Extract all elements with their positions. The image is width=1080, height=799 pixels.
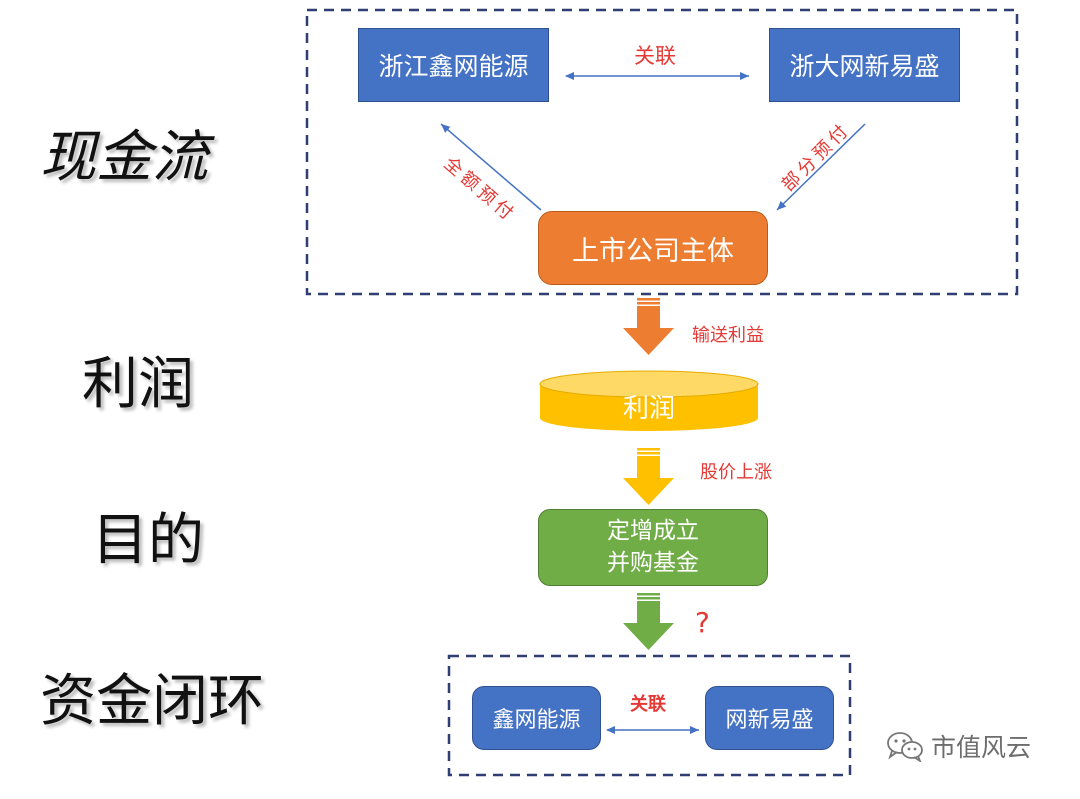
zhejiang-xinwang-energy-box[interactable]: 浙江鑫网能源 xyxy=(358,28,549,102)
profit-cylinder-label: 利润 xyxy=(622,394,675,424)
profit-cylinder xyxy=(539,370,759,431)
purpose-label: 目的 xyxy=(92,508,204,573)
zheda-wangxin-yisheng-text: 浙大网新易盛 xyxy=(789,52,940,81)
zheda-wangxin-yisheng-box[interactable]: 浙大网新易盛 xyxy=(769,28,960,102)
bottom-relation-label: 关联 xyxy=(630,694,666,715)
listed-company-text: 上市公司主体 xyxy=(572,235,734,267)
wechat-icon xyxy=(887,732,923,762)
cash-flow-label: 现金流 xyxy=(40,125,208,190)
listed-company-box[interactable]: 上市公司主体 xyxy=(538,211,768,285)
stock-rise-label: 股价上涨 xyxy=(700,462,772,483)
watermark: 市值风云 xyxy=(885,728,1031,764)
goal-box[interactable]: 定增成立 并购基金 xyxy=(538,509,768,586)
bottom-group-frame xyxy=(447,654,852,777)
transfer-profit-label: 输送利益 xyxy=(692,325,764,346)
zhejiang-xinwang-energy-text: 浙江鑫网能源 xyxy=(378,52,529,81)
top-group-frame xyxy=(305,8,1019,296)
green-down-arrow xyxy=(623,593,674,650)
xinwang-energy-text: 鑫网能源 xyxy=(492,708,581,733)
top-relation-label: 关联 xyxy=(634,44,676,68)
wangxin-yisheng-box[interactable]: 网新易盛 xyxy=(705,686,834,750)
full-payment-arrow xyxy=(440,123,542,211)
watermark-text: 市值风云 xyxy=(931,733,1032,762)
goal-line-1: 定增成立 xyxy=(607,518,699,545)
gold-down-arrow xyxy=(623,448,674,505)
wangxin-yisheng-text: 网新易盛 xyxy=(725,708,814,733)
goal-line-2: 并购基金 xyxy=(607,549,699,576)
partial-payment-arrow xyxy=(776,123,866,211)
orange-down-arrow xyxy=(623,298,674,355)
profit-label: 利润 xyxy=(82,352,194,417)
capital-loop-label: 资金闭环 xyxy=(40,669,264,734)
question-mark: ? xyxy=(695,606,710,639)
xinwang-energy-box[interactable]: 鑫网能源 xyxy=(472,686,601,750)
